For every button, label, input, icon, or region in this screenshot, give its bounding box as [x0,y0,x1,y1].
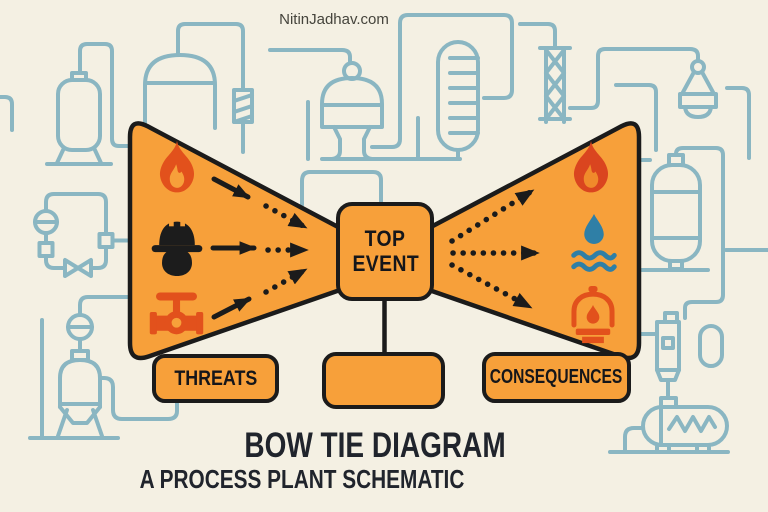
consequences-label: CONSEQUENCES [490,366,623,388]
water-pollution-icon [568,212,620,276]
flame-icon [562,136,620,198]
top-event-box: TOP EVENT [336,202,434,301]
watermark: NitinJadhav.com [279,11,389,28]
hard-hat-icon [147,216,207,276]
page-title: BOW TIE DIAGRAM [244,426,506,465]
consequence-arrows [449,188,540,310]
page-subtitle: A PROCESS PLANT SCHEMATIC [139,464,465,494]
valve-icon [148,288,205,345]
threat-arrows [210,176,309,320]
alarm-bell-icon [564,285,622,345]
threats-box: THREATS [152,354,279,403]
consequences-box: CONSEQUENCES [482,352,631,403]
barrier-box [322,352,445,409]
pipe [0,95,14,132]
threats-label: THREATS [174,366,257,390]
top-event-label: TOP EVENT [352,225,420,276]
flame-icon [148,136,206,198]
